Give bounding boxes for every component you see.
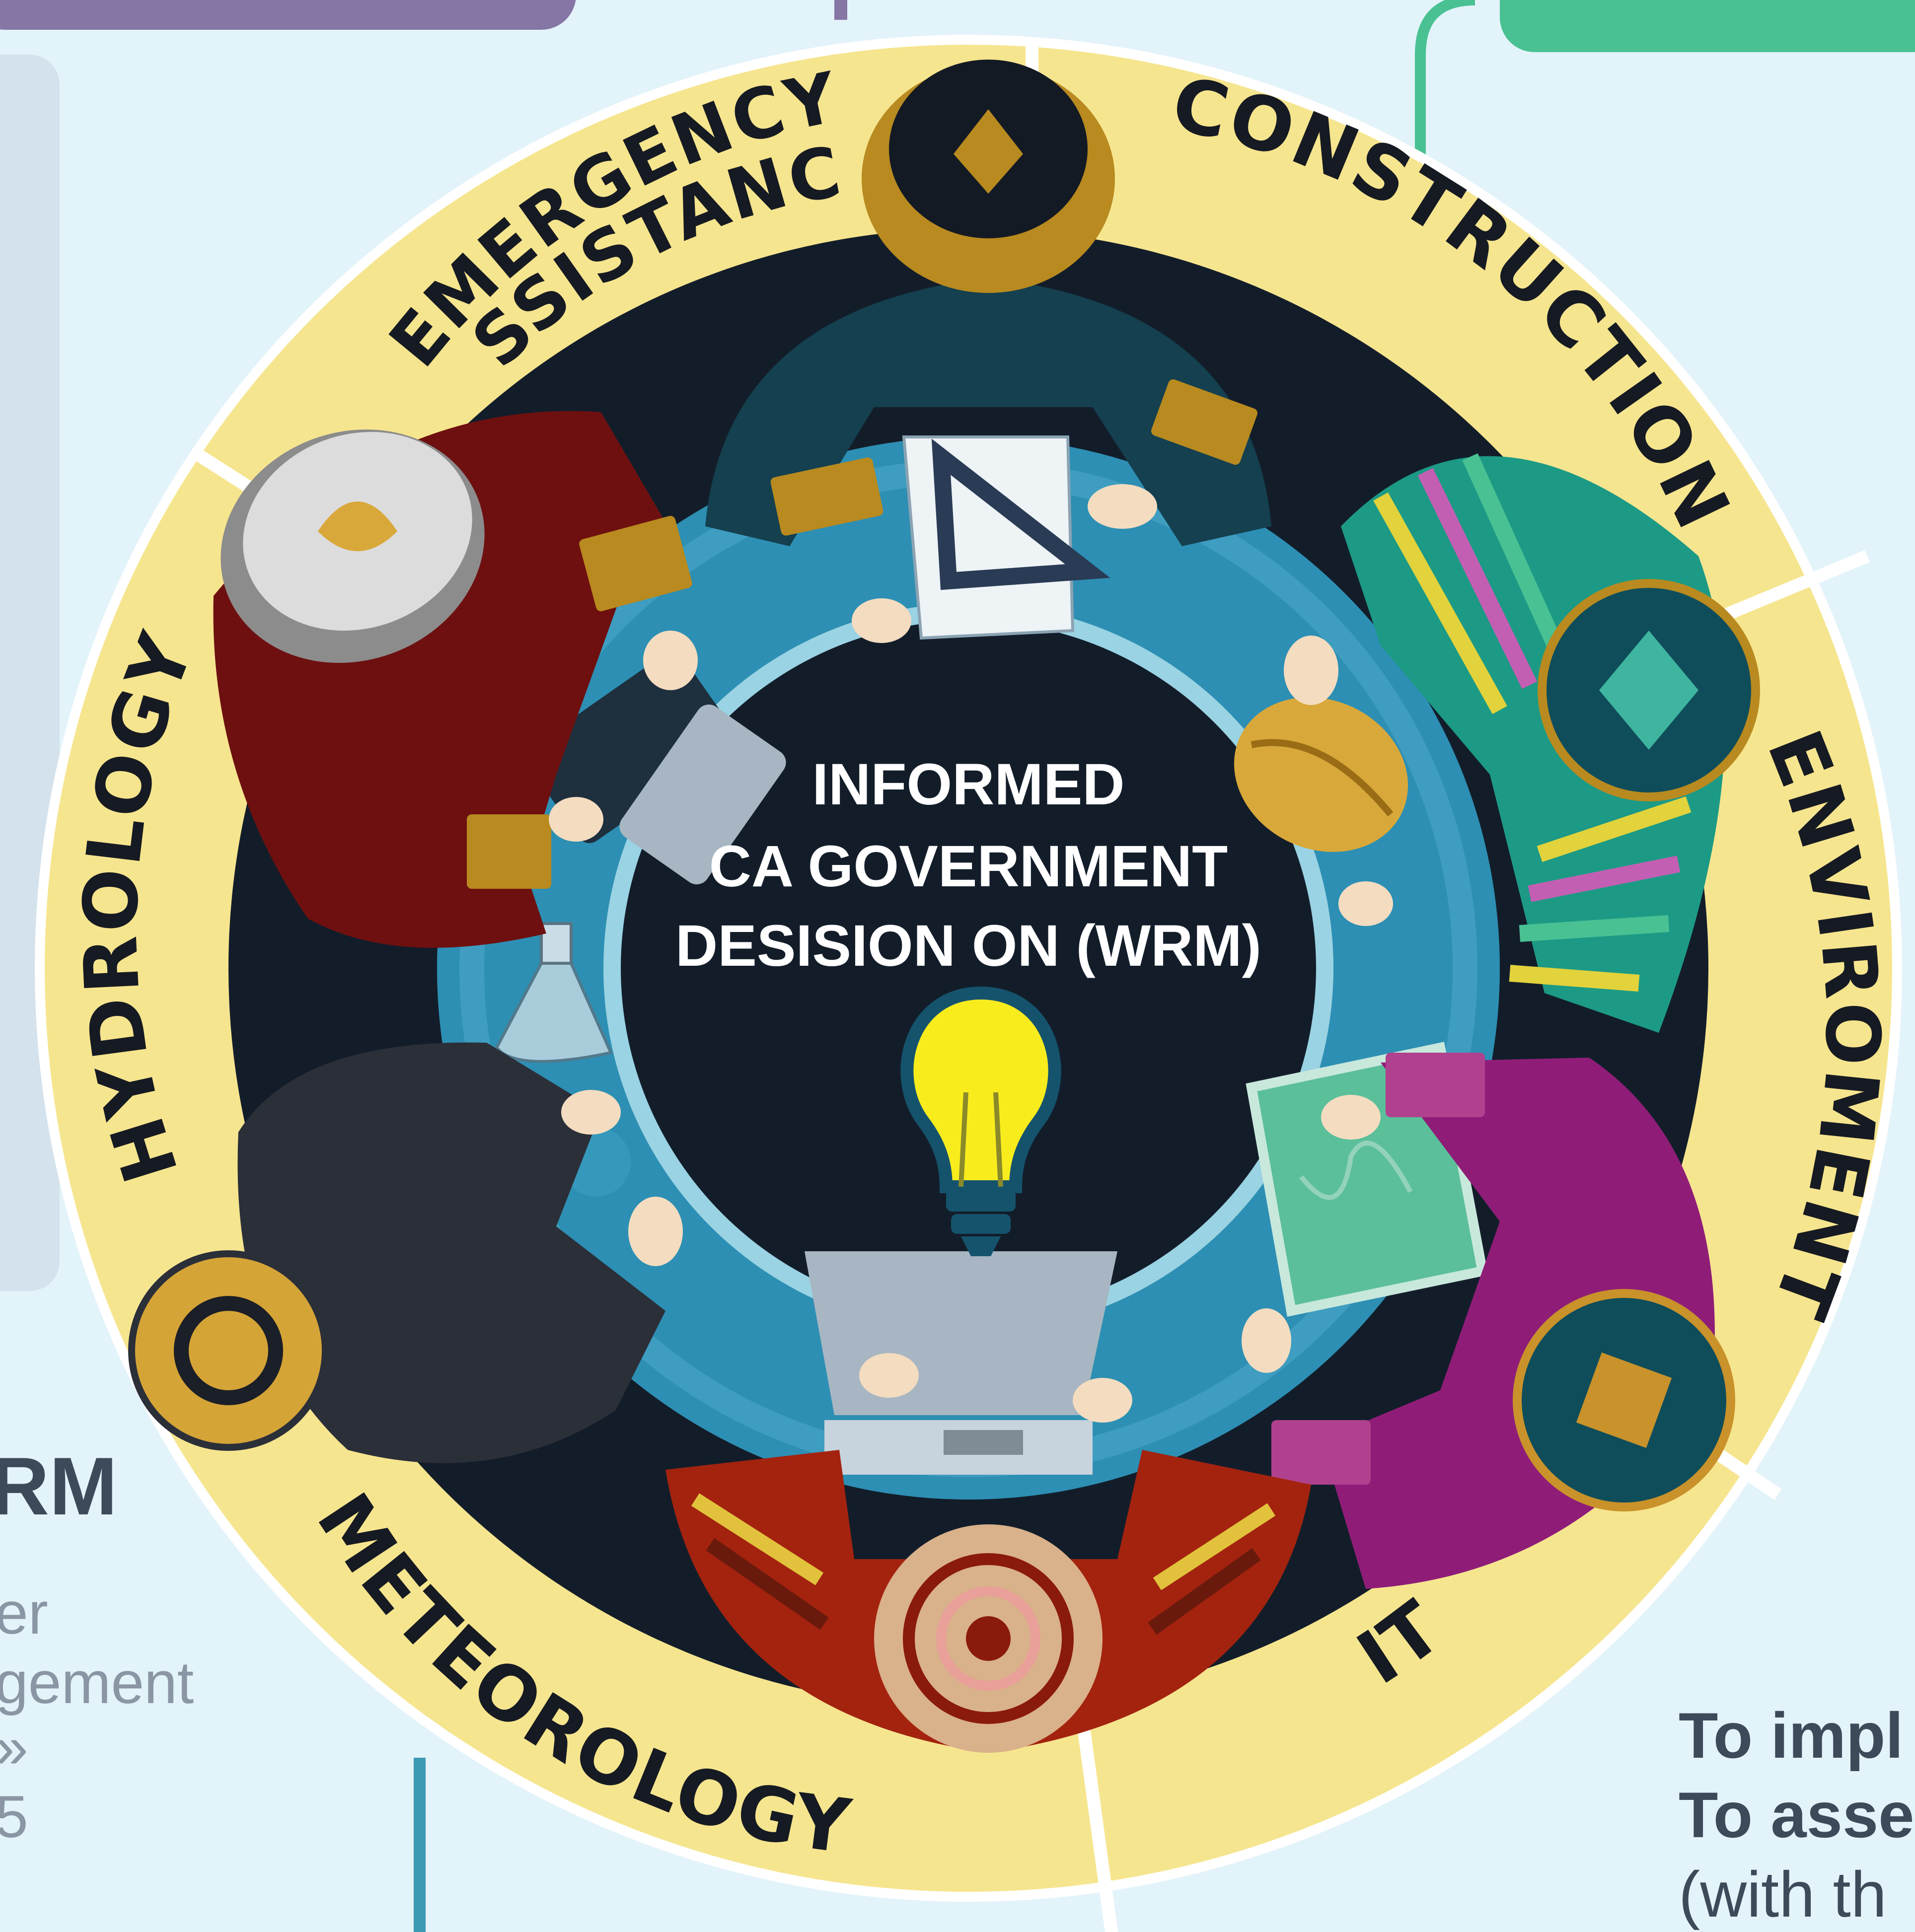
striped-robe-pattern — [691, 1493, 1276, 1635]
green-header-tab — [1500, 0, 1915, 52]
ornament-pattern — [1576, 1352, 1672, 1448]
person-top-right — [1341, 453, 1760, 1033]
center-line-2: CA GOVERNMENT — [709, 834, 1228, 899]
left-line-4: 5 — [0, 1784, 28, 1850]
center-statement: INFORMED CA GOVERNMENT DESISION ON (WRM) — [675, 752, 1261, 1256]
cuff-ornament — [579, 515, 692, 612]
ornament-pattern — [318, 501, 397, 551]
laptop-device — [805, 1251, 1117, 1475]
person-top — [705, 60, 1271, 546]
hat — [128, 1250, 329, 1451]
left-heading-fragment: RM — [0, 1440, 118, 1532]
helmet-icon — [1234, 697, 1408, 852]
left-line-3: » — [0, 1714, 28, 1781]
purple-header-tab — [0, 0, 576, 30]
cuff-ornament — [1386, 1053, 1485, 1117]
left-line-1: er — [0, 1580, 48, 1646]
left-text-fragment: RM er gement » 5 — [0, 1440, 194, 1850]
lightbulb-icon — [900, 986, 1061, 1256]
blue-connector-line — [414, 1758, 426, 1932]
table-center — [621, 621, 1316, 1316]
center-line-3: DESISION ON (WRM) — [675, 913, 1261, 979]
right-line-2: To asse — [1679, 1779, 1915, 1851]
person-bottom-left — [128, 1042, 665, 1463]
striped-robe-pattern — [1373, 453, 1692, 992]
ornament-pattern — [1599, 631, 1698, 750]
right-text-fragment: To impl To asse (with th — [1679, 1699, 1915, 1931]
left-line-2: gement — [0, 1649, 194, 1716]
hands — [549, 484, 1393, 1423]
cuff-ornament — [467, 814, 551, 889]
ornament-pattern — [174, 1296, 283, 1405]
tablet-device — [525, 651, 786, 885]
purple-connector-line — [834, 0, 847, 20]
blueprint-sheet — [902, 435, 1110, 640]
green-connector-line — [1415, 0, 1475, 228]
flask-icon — [495, 922, 613, 1063]
right-line-3: (with th — [1679, 1858, 1887, 1931]
center-line-1: INFORMED — [812, 752, 1124, 817]
person-bottom — [665, 1450, 1311, 1753]
cuff-ornament — [770, 457, 884, 536]
person-top-left — [213, 411, 692, 948]
triangle-ruler-icon — [931, 438, 1110, 590]
ornament-pattern — [954, 109, 1023, 194]
table-items — [495, 435, 1488, 1475]
right-line-1: To impl — [1679, 1699, 1904, 1772]
cuff-ornament — [1271, 1420, 1371, 1485]
person-bottom-right — [1271, 1053, 1735, 1589]
cuff-ornament — [1151, 379, 1257, 465]
